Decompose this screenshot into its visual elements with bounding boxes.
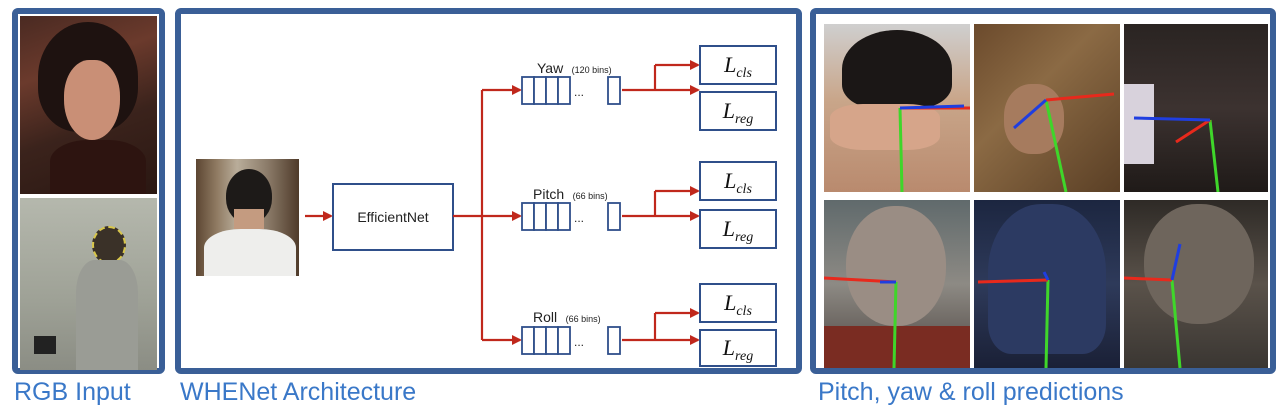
yaw-bin-cell-last [607, 76, 621, 105]
pitch-loss-cls: Lcls [723, 168, 752, 197]
prediction-photo-1 [824, 24, 970, 192]
caption-architecture: WHENet Architecture [180, 378, 417, 406]
pitch-bin-cell [533, 202, 547, 231]
roll-loss-cls: Lcls [723, 290, 752, 319]
yaw-loss-reg: Lreg [722, 98, 753, 127]
pred-5-axis-green [1044, 279, 1050, 368]
roll-bin-cell [545, 326, 559, 355]
yaw-bin-cell [545, 76, 559, 105]
pred-3-axis-green [1208, 119, 1220, 192]
pred-5-axis-blue [1042, 271, 1050, 281]
yaw-loss-reg-box [699, 91, 777, 131]
yaw-bin-cell [533, 76, 547, 105]
pitch-loss-reg: Lreg [722, 216, 753, 245]
pred-4-axis-green [892, 281, 898, 368]
rgb-input-panel [12, 8, 165, 374]
predictions-panel [810, 8, 1276, 374]
pitch-bin-cell [557, 202, 571, 231]
head-pitch: Pitch (66 bins) ... Lcls Lreg [521, 161, 777, 249]
head-yaw: Yaw (120 bins) ... Lcls Lreg [521, 45, 777, 131]
pred-2-axis-blue [1013, 98, 1047, 130]
pred-6-axis-red [1124, 276, 1173, 282]
roll-bins-ellipsis: ... [574, 335, 584, 349]
caption-rgb-input: RGB Input [14, 378, 131, 406]
prediction-photo-5 [974, 200, 1120, 368]
yaw-loss-cls-box [699, 45, 777, 85]
architecture-diagram: EfficientNet Yaw (120 bins) ... Lcls [305, 45, 777, 367]
pitch-bin-cell [521, 202, 535, 231]
head-roll: Roll (66 bins) ... Lcls Lreg [521, 283, 777, 367]
prediction-photo-4 [824, 200, 970, 368]
roll-bin-cell-last [607, 326, 621, 355]
pitch-bin-cell-last [607, 202, 621, 231]
roll-bin-cell [521, 326, 535, 355]
efficientnet-box [332, 183, 454, 251]
pitch-loss-cls-box [699, 161, 777, 201]
yaw-loss-cls: Lcls [723, 52, 752, 81]
roll-loss-reg-box [699, 329, 777, 367]
input-photo-face [20, 16, 157, 194]
roll-bin-cell [533, 326, 547, 355]
caption-predictions: Pitch, yaw & roll predictions [818, 378, 1124, 406]
pred-5-axis-red [977, 278, 1049, 284]
pred-2-axis-green [1044, 99, 1068, 192]
prediction-photo-3 [1124, 24, 1268, 192]
efficientnet-label: EfficientNet [357, 209, 428, 225]
roll-bin-cell [557, 326, 571, 355]
pitch-loss-reg-box [699, 209, 777, 249]
head-yaw-label: Yaw (120 bins) [537, 60, 612, 77]
pred-1-axis-green [898, 107, 904, 192]
prediction-photo-6 [1124, 200, 1268, 368]
yaw-bin-cell [521, 76, 535, 105]
pred-6-axis-blue [1170, 243, 1182, 281]
roll-loss-reg: Lreg [722, 335, 753, 364]
pred-3-axis-red [1175, 118, 1211, 144]
yaw-bin-cell [557, 76, 571, 105]
pred-1-axis-blue [899, 104, 965, 110]
prediction-photo-2 [974, 24, 1120, 192]
roll-loss-cls-box [699, 283, 777, 323]
architecture-panel: EfficientNet Yaw (120 bins) ... Lcls [175, 8, 802, 374]
input-photo-room [20, 198, 157, 370]
arch-input-photo-back-of-head [196, 159, 299, 276]
pred-6-axis-green [1170, 279, 1182, 368]
yaw-bins-ellipsis: ... [574, 85, 584, 99]
head-roll-label: Roll (66 bins) [533, 309, 601, 326]
pred-2-axis-red [1045, 92, 1115, 102]
pitch-bin-cell [545, 202, 559, 231]
pitch-bins-ellipsis: ... [574, 211, 584, 225]
pred-3-axis-blue [1133, 116, 1211, 122]
head-pitch-label: Pitch (66 bins) [533, 186, 608, 203]
